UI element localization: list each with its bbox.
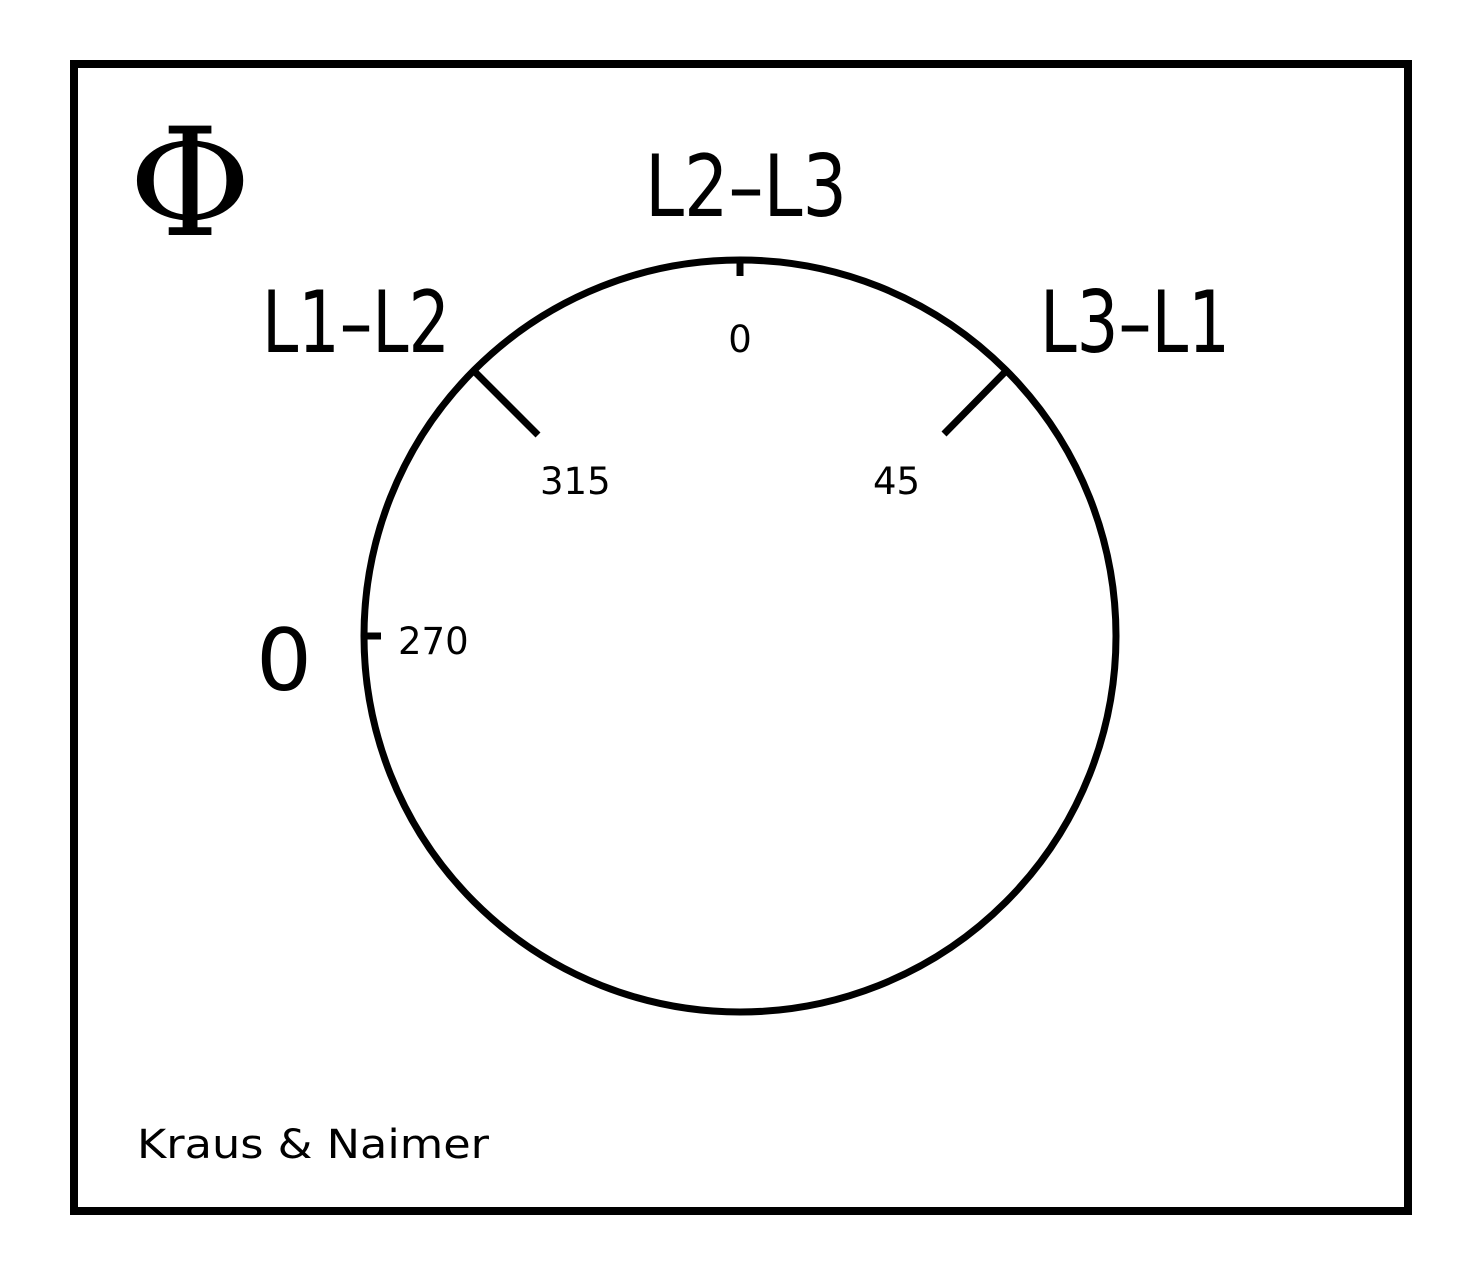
angle-label-315: 315	[540, 460, 611, 503]
position-label-l2-l3: L2–L3	[645, 137, 847, 237]
position-label-l3-l1: L3–L1	[1040, 273, 1230, 373]
phase-symbol-icon: Φ	[129, 97, 252, 271]
position-label-l1-l2: L1–L2	[262, 273, 450, 373]
faceplate-frame	[70, 60, 1412, 1215]
tick-45	[941, 369, 1008, 437]
position-label-off: 0	[256, 611, 312, 711]
angle-label-270: 270	[398, 620, 469, 663]
angle-label-0: 0	[728, 318, 752, 361]
tick-315	[471, 368, 541, 438]
angle-label-45: 45	[873, 460, 920, 503]
brand-label: Kraus & Naimer	[137, 1122, 490, 1168]
